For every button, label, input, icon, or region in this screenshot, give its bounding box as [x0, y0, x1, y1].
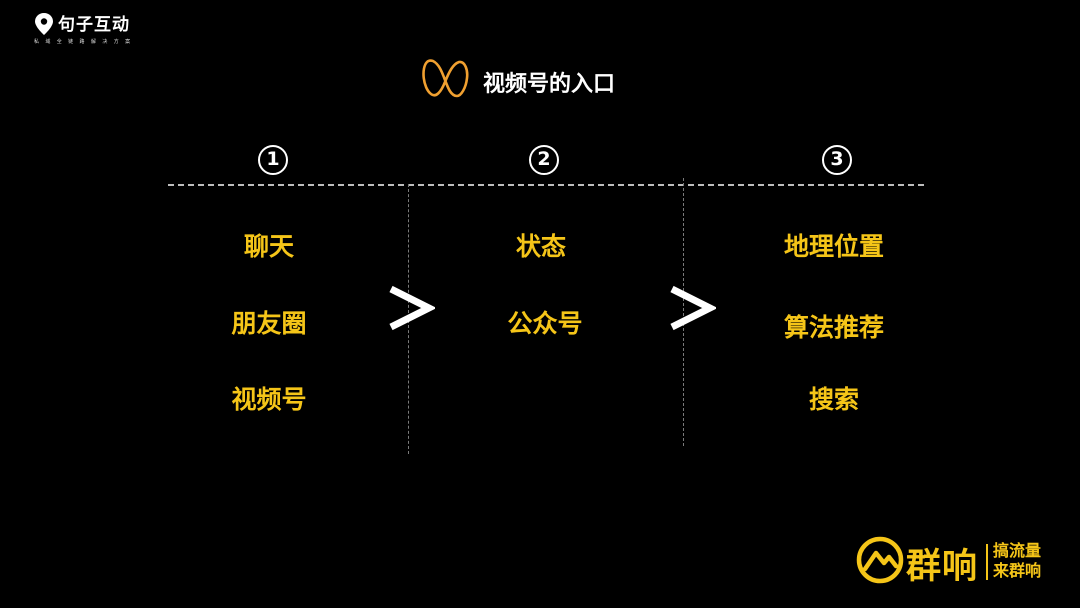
footer-slogan-line2: 来群响: [993, 561, 1042, 580]
step-number-1: 1: [258, 145, 288, 175]
map-pin-icon: [35, 13, 53, 35]
entry-item: 朋友圈: [231, 309, 307, 338]
step-number-3: 3: [822, 145, 852, 175]
entry-item: 状态: [515, 232, 567, 261]
footer-divider: [986, 544, 988, 580]
entry-item: 地理位置: [783, 232, 885, 261]
entry-item: 搜索: [808, 385, 860, 414]
brand-name: 句子互动: [58, 15, 130, 35]
entry-item: 聊天: [243, 232, 295, 261]
chevron-right-icon: [389, 285, 435, 331]
chevron-right-icon: [670, 285, 716, 331]
entry-item: 公众号: [507, 309, 583, 338]
entry-item: 算法推荐: [783, 313, 885, 342]
footer-slogan-line1: 搞流量: [993, 541, 1042, 560]
entry-item: 视频号: [231, 385, 307, 414]
page-title: 视频号的入口: [483, 72, 616, 97]
vertical-divider-2: [683, 178, 684, 446]
horizontal-divider: [168, 184, 924, 186]
brand-tagline: 私 域 全 链 路 解 决 方 案: [34, 39, 133, 45]
step-number-2: 2: [529, 145, 559, 175]
footer-slogan: 搞流量 来群响: [993, 541, 1041, 581]
brand-logo: 句子互动 私 域 全 链 路 解 决 方 案: [34, 10, 154, 50]
mountain-circle-icon: [856, 536, 904, 584]
channels-butterfly-icon: [422, 59, 469, 98]
footer-brand-name: 群响: [906, 547, 979, 587]
